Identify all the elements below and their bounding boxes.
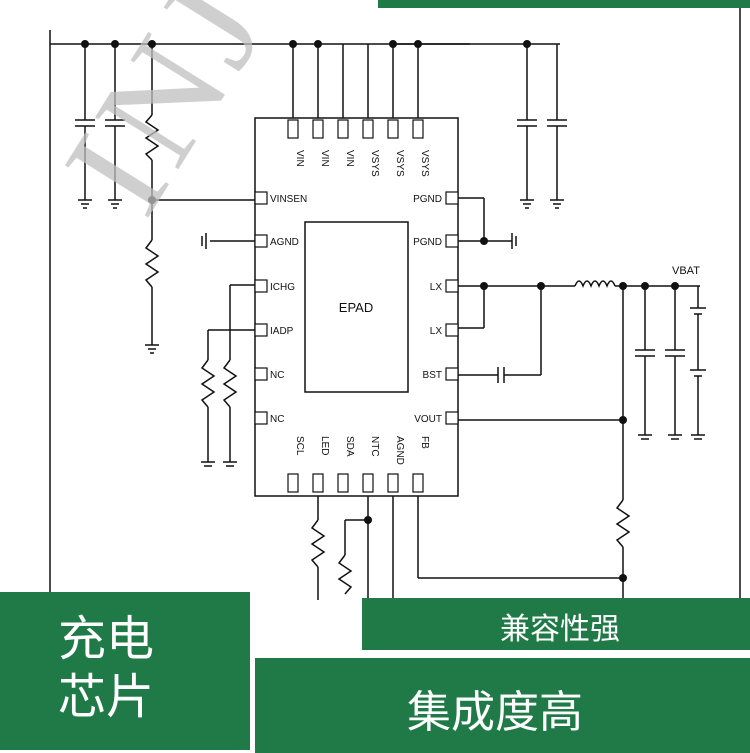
pin-top-3 xyxy=(362,119,374,139)
pin-top-4 xyxy=(387,119,399,139)
pin-top-2 xyxy=(337,119,349,139)
pin-bottom-2 xyxy=(337,473,349,493)
ic-pins xyxy=(254,119,459,493)
vbat-label: VBAT xyxy=(672,265,700,277)
pin-left-label-2: ICHG xyxy=(270,282,295,293)
pin-left-label-0: VINSEN xyxy=(270,194,307,205)
pin-right-2 xyxy=(445,279,459,293)
pin-bottom-label-0: SCL xyxy=(294,436,305,456)
pin-top-0 xyxy=(287,119,299,139)
pin-right-label-2: LX xyxy=(430,282,443,293)
pin-bottom-3 xyxy=(362,473,374,493)
pin-top-label-1: VIN xyxy=(319,150,330,167)
pin-bottom-label-1: LED xyxy=(319,436,330,455)
pin-left-1 xyxy=(254,234,268,248)
pin-right-label-0: PGND xyxy=(413,194,442,205)
epad xyxy=(304,221,409,393)
banner-right-top-text: 兼容性强 xyxy=(500,612,620,647)
pin-left-5 xyxy=(254,411,268,425)
pin-right-5 xyxy=(445,411,459,425)
pin-top-label-2: VIN xyxy=(344,150,355,167)
pin-top-label-0: VIN xyxy=(294,150,305,167)
pin-bottom-5 xyxy=(412,473,424,493)
pin-bottom-label-3: NTC xyxy=(369,436,380,457)
pin-top-label-5: VSYS xyxy=(419,150,430,177)
pin-left-label-5: NC xyxy=(270,414,284,425)
pin-top-5 xyxy=(412,119,424,139)
pin-bottom-1 xyxy=(312,473,324,493)
banner-left: 充电芯片 xyxy=(0,592,250,750)
pin-right-label-3: LX xyxy=(430,326,443,337)
junction-dots xyxy=(81,40,679,582)
top-green-bar xyxy=(378,0,750,8)
pin-right-1 xyxy=(445,234,459,248)
banner-right-top: 兼容性强 xyxy=(362,598,750,650)
pin-top-label-3: VSYS xyxy=(369,150,380,177)
pin-bottom-label-2: SDA xyxy=(344,436,355,457)
banner-left-text: 充电芯片 xyxy=(58,611,155,725)
pin-bottom-label-4: AGND xyxy=(394,436,405,465)
pin-left-label-4: NC xyxy=(270,370,284,381)
pin-bottom-0 xyxy=(287,473,299,493)
epad-label: EPAD xyxy=(339,300,373,315)
pin-left-3 xyxy=(254,323,268,337)
pin-right-4 xyxy=(445,367,459,381)
banner-right-bottom-text: 集成度高 xyxy=(407,687,583,738)
pin-left-2 xyxy=(254,279,268,293)
ic-pin-labels: VIN VIN VIN VSYS VSYS VSYS VINSEN AGND ICHG IADP N… xyxy=(270,150,442,465)
pin-left-label-3: IADP xyxy=(270,326,294,337)
pin-right-label-1: PGND xyxy=(413,237,442,248)
pin-top-1 xyxy=(312,119,324,139)
pin-left-0 xyxy=(254,191,268,205)
pin-bottom-4 xyxy=(387,473,399,493)
pin-right-label-4: BST xyxy=(423,370,442,381)
pin-top-label-4: VSYS xyxy=(394,150,405,177)
pin-right-label-5: VOUT xyxy=(414,414,442,425)
pin-right-0 xyxy=(445,191,459,205)
banner-right-bottom: 集成度高 xyxy=(255,655,750,753)
pin-left-4 xyxy=(254,367,268,381)
pin-right-3 xyxy=(445,323,459,337)
pin-left-label-1: AGND xyxy=(270,237,299,248)
pin-bottom-label-5: FB xyxy=(419,436,430,449)
wiring xyxy=(49,8,741,600)
